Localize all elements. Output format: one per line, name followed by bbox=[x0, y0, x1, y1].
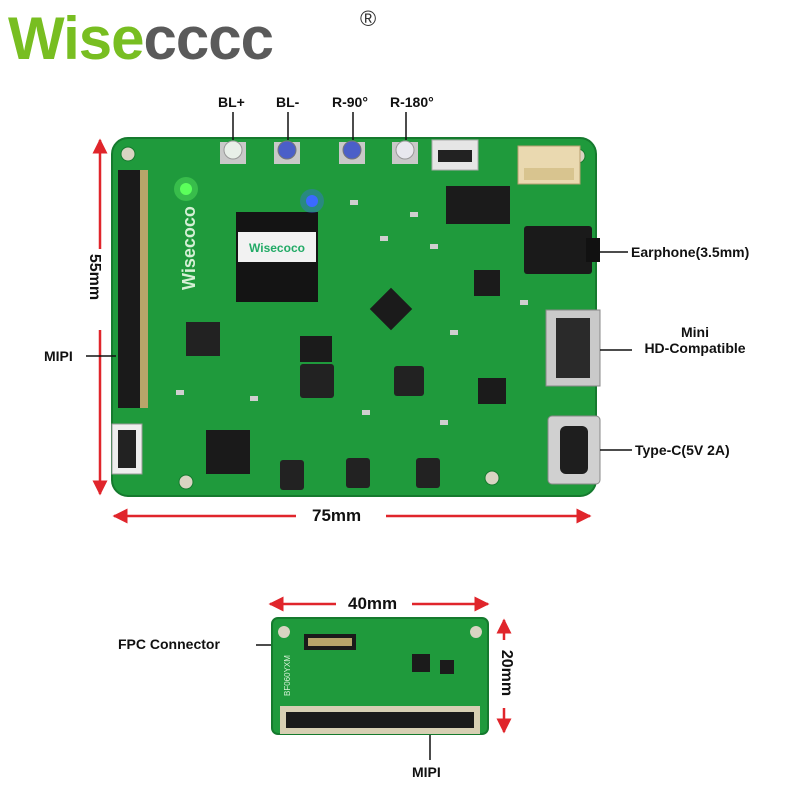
dimension-height-small: 20mm bbox=[497, 645, 515, 701]
brand-logo: Wisecccc bbox=[8, 4, 274, 74]
board-buttons bbox=[220, 140, 418, 164]
brand-logo-part2: cccc bbox=[143, 5, 274, 72]
small-pcb: BF060YXM bbox=[271, 617, 489, 735]
label-typec: Type-C(5V 2A) bbox=[635, 442, 730, 458]
dimension-width-small: 40mm bbox=[344, 594, 402, 614]
label-earphone: Earphone(3.5mm) bbox=[631, 244, 750, 260]
label-mini-hd: Mini HD-Compatible bbox=[630, 324, 760, 356]
label-mipi-small: MIPI bbox=[412, 764, 441, 780]
registered-mark: ® bbox=[360, 6, 377, 31]
label-fpc-connector: FPC Connector bbox=[118, 636, 220, 652]
button-label-r90: R-90° bbox=[332, 94, 368, 110]
label-mini-hd-line2: HD-Compatible bbox=[644, 340, 746, 356]
label-mipi-main: MIPI bbox=[44, 348, 73, 364]
button-label-bl-plus: BL+ bbox=[218, 94, 245, 110]
pcb-silkscreen-logo: Wisecoco bbox=[179, 206, 199, 290]
label-mini-hd-line1: Mini bbox=[681, 324, 709, 340]
button-label-bl-minus: BL- bbox=[276, 94, 300, 110]
chip-label: Wisecoco bbox=[249, 241, 305, 255]
dimension-height-main: 55mm bbox=[85, 249, 103, 305]
main-pcb: Wisecoco Wisecoco bbox=[111, 137, 601, 497]
dimension-width-main: 75mm bbox=[306, 506, 368, 526]
button-label-r180: R-180° bbox=[390, 94, 434, 110]
small-pcb-silkscreen: BF060YXM bbox=[283, 655, 292, 696]
brand-logo-part1: Wise bbox=[8, 5, 145, 72]
